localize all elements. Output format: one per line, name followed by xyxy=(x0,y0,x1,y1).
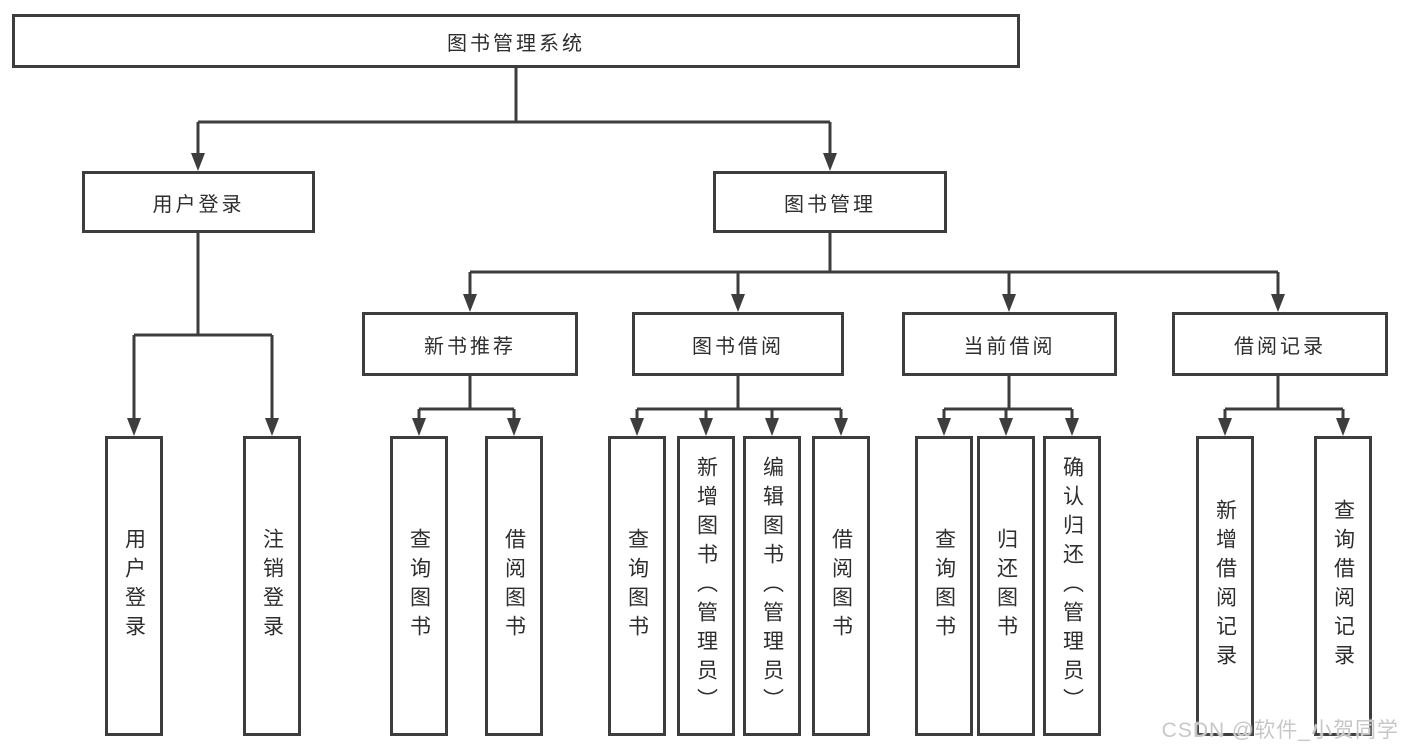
connector-book-mgmt-children xyxy=(463,233,1285,312)
connector-user-login-children xyxy=(127,233,279,436)
arrowhead xyxy=(463,294,477,312)
leaf-query-books-current: 查询图书 xyxy=(915,436,973,736)
arrowhead xyxy=(1271,294,1285,312)
arrowhead xyxy=(1336,418,1350,436)
node-user-login: 用户登录 xyxy=(82,171,315,233)
connector-borrow-records-children xyxy=(1218,376,1350,436)
connector-root-to-level2 xyxy=(191,68,837,171)
arrowhead xyxy=(630,418,644,436)
arrowhead xyxy=(999,418,1013,436)
arrowhead xyxy=(127,418,141,436)
leaf-confirm-return-admin: 确认归还（管理员） xyxy=(1043,436,1101,736)
leaf-query-books-borrowing: 查询图书 xyxy=(608,436,666,736)
node-new-book-recommendation: 新书推荐 xyxy=(362,312,578,376)
connector-current-borrow-children xyxy=(937,376,1079,436)
arrowhead xyxy=(699,418,713,436)
csdn-watermark: CSDN @软件_小贺同学 xyxy=(1161,719,1399,742)
leaf-edit-books-admin: 编辑图书（管理员） xyxy=(743,436,801,736)
node-library-management-system: 图书管理系统 xyxy=(12,14,1020,68)
leaf-query-books-recommend: 查询图书 xyxy=(390,436,448,736)
arrowhead xyxy=(823,153,837,171)
arrowhead xyxy=(265,418,279,436)
arrowhead xyxy=(412,418,426,436)
arrowhead xyxy=(765,418,779,436)
leaf-user-login: 用户登录 xyxy=(105,436,163,736)
connector-new-books-children xyxy=(412,376,521,436)
node-current-borrowing: 当前借阅 xyxy=(902,312,1117,376)
arrowhead xyxy=(731,294,745,312)
node-book-borrowing: 图书借阅 xyxy=(632,312,844,376)
leaf-logout: 注销登录 xyxy=(243,436,301,736)
arrowhead xyxy=(937,418,951,436)
arrowhead xyxy=(1002,294,1016,312)
leaf-add-books-admin: 新增图书（管理员） xyxy=(677,436,735,736)
arrowhead xyxy=(834,418,848,436)
arrowhead xyxy=(191,153,205,171)
arrowhead xyxy=(1218,418,1232,436)
leaf-add-borrow-record: 新增借阅记录 xyxy=(1196,436,1254,736)
leaf-query-borrow-record: 查询借阅记录 xyxy=(1314,436,1372,736)
leaf-borrow-books-borrowing: 借阅图书 xyxy=(812,436,870,736)
arrowhead xyxy=(1065,418,1079,436)
leaf-return-books: 归还图书 xyxy=(977,436,1035,736)
connector-book-borrow-children xyxy=(630,376,848,436)
node-book-management: 图书管理 xyxy=(713,171,947,233)
arrowhead xyxy=(507,418,521,436)
node-borrowing-records: 借阅记录 xyxy=(1172,312,1388,376)
leaf-borrow-books-recommend: 借阅图书 xyxy=(485,436,543,736)
